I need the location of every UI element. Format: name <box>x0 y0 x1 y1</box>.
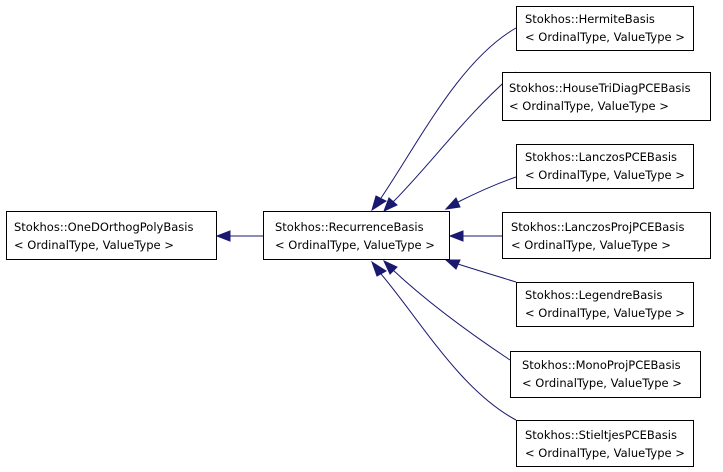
arrowhead-recurrence-from-hermite <box>371 195 388 212</box>
arrowhead-recurrence-from-stieltjes <box>371 260 387 277</box>
node-name: Stokhos::LegendreBasis <box>525 288 662 302</box>
edge-lanczos-to-recurrence <box>457 176 517 203</box>
node-box <box>263 211 450 260</box>
node-template-params: < OrdinalType, ValueType > <box>275 238 435 252</box>
node-name: Stokhos::OneDOrthogPolyBasis <box>14 220 193 234</box>
node-name: Stokhos::LanczosPCEBasis <box>525 150 677 164</box>
node-housetridiagpcebasis[interactable]: Stokhos::HouseTriDiagPCEBasis < OrdinalT… <box>502 72 711 121</box>
node-monoprojpcebasis[interactable]: Stokhos::MonoProjPCEBasis < OrdinalType,… <box>510 351 701 398</box>
edge-housetridiag-to-recurrence <box>392 71 517 203</box>
edges <box>215 27 517 421</box>
arrowhead-recurrence-from-legendre <box>444 259 461 270</box>
node-onedorthogpolybasis[interactable]: Stokhos::OneDOrthogPolyBasis < OrdinalTy… <box>6 211 217 260</box>
node-template-params: < OrdinalType, ValueType > <box>525 168 685 182</box>
node-name: Stokhos::RecurrenceBasis <box>275 220 424 234</box>
node-box <box>502 72 711 121</box>
node-box <box>510 351 701 398</box>
node-lanczosprojpcebasis[interactable]: Stokhos::LanczosProjPCEBasis < OrdinalTy… <box>502 212 711 259</box>
node-name: Stokhos::HermiteBasis <box>525 12 655 26</box>
edge-legendre-to-recurrence <box>457 263 517 283</box>
arrowhead-recurrence-from-housetridiag <box>383 197 398 212</box>
edge-stieltjes-to-recurrence <box>380 273 517 421</box>
node-box <box>516 420 694 467</box>
node-template-params: < OrdinalType, ValueType > <box>511 238 671 252</box>
node-name: Stokhos::MonoProjPCEBasis <box>522 358 681 372</box>
node-name: Stokhos::HouseTriDiagPCEBasis <box>509 81 691 95</box>
node-hermitebasis[interactable]: Stokhos::HermiteBasis < OrdinalType, Val… <box>516 6 694 51</box>
node-lanczospcebasis[interactable]: Stokhos::LanczosPCEBasis < OrdinalType, … <box>516 144 694 189</box>
edge-hermite-to-recurrence <box>380 27 517 199</box>
node-template-params: < OrdinalType, ValueType > <box>509 99 669 113</box>
arrowhead-recurrence-from-lanczosproj <box>448 230 464 242</box>
node-legendrebasis[interactable]: Stokhos::LegendreBasis < OrdinalType, Va… <box>516 282 694 327</box>
node-template-params: < OrdinalType, ValueType > <box>525 30 685 44</box>
node-recurrencebasis[interactable]: Stokhos::RecurrenceBasis < OrdinalType, … <box>263 211 450 260</box>
node-template-params: < OrdinalType, ValueType > <box>525 306 685 320</box>
arrowhead-recurrence-from-monoproj <box>382 259 398 275</box>
node-template-params: < OrdinalType, ValueType > <box>14 238 174 252</box>
node-stieltjespcebasis[interactable]: Stokhos::StieltjesPCEBasis < OrdinalType… <box>516 420 694 467</box>
node-template-params: < OrdinalType, ValueType > <box>525 446 685 460</box>
node-box <box>516 282 694 327</box>
node-template-params: < OrdinalType, ValueType > <box>522 376 682 390</box>
edge-monoproj-to-recurrence <box>392 269 511 361</box>
node-box <box>502 212 711 259</box>
node-name: Stokhos::LanczosProjPCEBasis <box>511 220 684 234</box>
arrowhead-onedorthog <box>215 230 231 242</box>
node-name: Stokhos::StieltjesPCEBasis <box>525 428 677 442</box>
arrowhead-recurrence-from-lanczos <box>444 197 461 210</box>
node-box <box>516 144 694 189</box>
node-box <box>6 211 217 260</box>
node-box <box>516 6 694 51</box>
